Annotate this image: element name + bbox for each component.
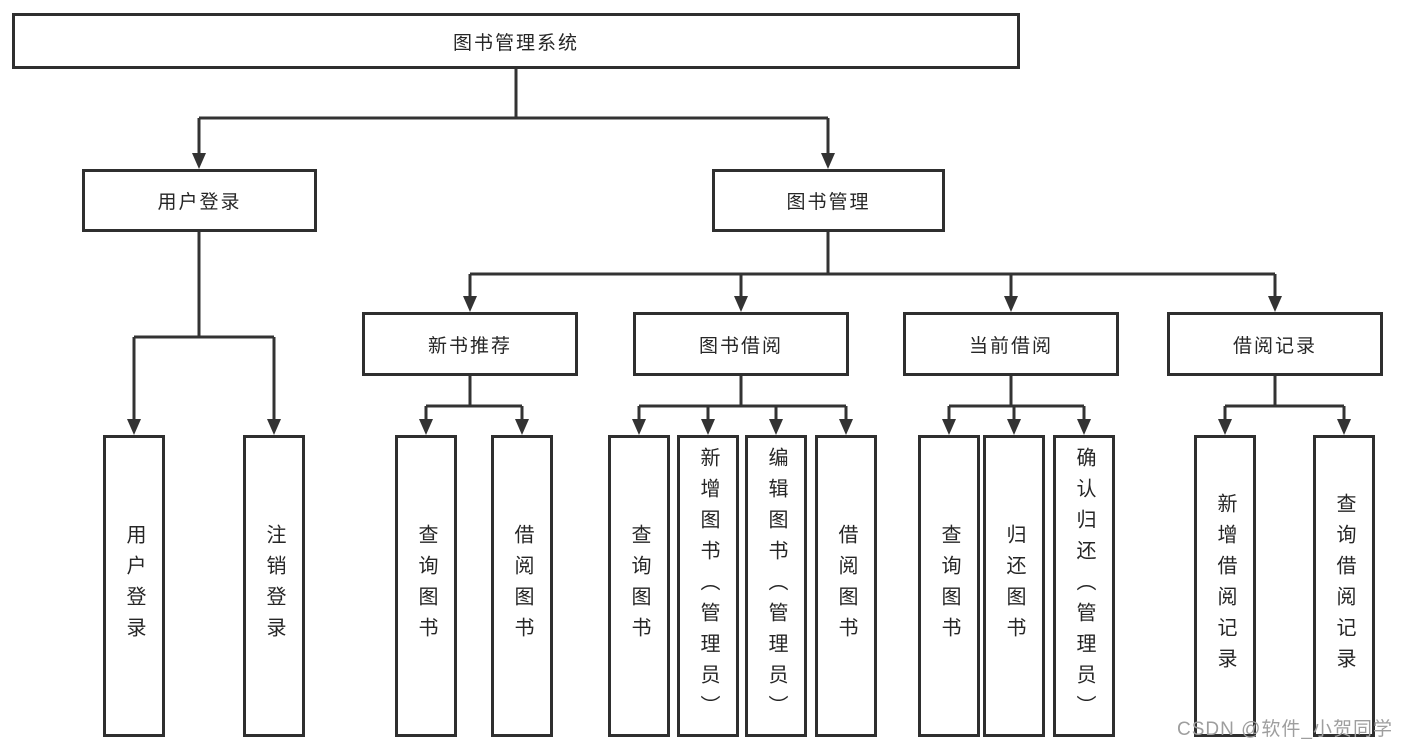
leaf-user-login: 用户登录 <box>103 435 165 737</box>
arrow-down-icon <box>192 153 206 169</box>
arrow-down-icon <box>1268 296 1282 312</box>
connector-book-mgmt <box>468 232 1277 298</box>
node-book-borrow-label: 图书借阅 <box>698 335 783 357</box>
arrow-down-icon <box>1337 419 1351 435</box>
leaf-current-confirm-return-admin-label: 确认归还（管理员） <box>1073 446 1095 726</box>
node-book-management-label: 图书管理 <box>786 192 871 213</box>
arrow-down-icon <box>1007 419 1021 435</box>
arrow-down-icon <box>515 419 529 435</box>
node-borrow-records-label: 借阅记录 <box>1232 335 1317 357</box>
leaf-records-search-record: 查询借阅记录 <box>1313 435 1375 737</box>
leaf-logout-label: 注销登录 <box>263 524 285 648</box>
node-user-login-label: 用户登录 <box>157 192 242 213</box>
connector-book-borrow <box>637 376 848 423</box>
leaf-records-add-record-label: 新增借阅记录 <box>1214 493 1236 679</box>
leaf-logout: 注销登录 <box>243 435 305 737</box>
leaf-newrec-search-book: 查询图书 <box>395 435 457 737</box>
leaf-records-search-record-label: 查询借阅记录 <box>1333 493 1355 679</box>
arrow-down-icon <box>821 153 835 169</box>
csdn-watermark: CSDN @软件_小贺同学 <box>1177 719 1393 740</box>
arrow-down-icon <box>734 296 748 312</box>
leaf-current-confirm-return-admin: 确认归还（管理员） <box>1053 435 1115 737</box>
node-user-login: 用户登录 <box>82 169 317 232</box>
arrow-down-icon <box>463 296 477 312</box>
arrow-down-icon <box>701 419 715 435</box>
node-new-book-recommend: 新书推荐 <box>362 312 578 376</box>
connector-current-borrow <box>947 376 1086 423</box>
leaf-newrec-borrow-book-label: 借阅图书 <box>511 524 533 648</box>
node-borrow-records: 借阅记录 <box>1167 312 1383 376</box>
node-new-book-recommend-label: 新书推荐 <box>427 335 512 357</box>
connector-root <box>197 69 830 156</box>
arrow-down-icon <box>1218 419 1232 435</box>
leaf-borrow-add-book-admin-label: 新增图书（管理员） <box>697 446 719 726</box>
connector-borrow-records <box>1223 376 1346 423</box>
arrow-down-icon <box>839 419 853 435</box>
arrow-down-icon <box>1077 419 1091 435</box>
node-book-management: 图书管理 <box>712 169 945 232</box>
node-current-borrow-label: 当前借阅 <box>968 335 1053 357</box>
connector-user-login <box>132 232 276 423</box>
node-root: 图书管理系统 <box>12 13 1020 69</box>
arrow-down-icon <box>267 419 281 435</box>
leaf-newrec-search-book-label: 查询图书 <box>415 524 437 648</box>
leaf-records-add-record: 新增借阅记录 <box>1194 435 1256 737</box>
leaf-newrec-borrow-book: 借阅图书 <box>491 435 553 737</box>
node-current-borrow: 当前借阅 <box>903 312 1119 376</box>
arrow-down-icon <box>769 419 783 435</box>
node-book-borrow: 图书借阅 <box>633 312 849 376</box>
arrow-down-icon <box>419 419 433 435</box>
node-root-label: 图书管理系统 <box>452 32 579 54</box>
leaf-borrow-search-book-label: 查询图书 <box>628 524 650 648</box>
leaf-borrow-edit-book-admin-label: 编辑图书（管理员） <box>765 446 787 726</box>
arrow-down-icon <box>1004 296 1018 312</box>
arrow-down-icon <box>942 419 956 435</box>
leaf-borrow-add-book-admin: 新增图书（管理员） <box>677 435 739 737</box>
leaf-current-return-book-label: 归还图书 <box>1003 524 1025 648</box>
leaf-current-return-book: 归还图书 <box>983 435 1045 737</box>
leaf-user-login-label: 用户登录 <box>123 524 145 648</box>
arrow-down-icon <box>632 419 646 435</box>
leaf-borrow-edit-book-admin: 编辑图书（管理员） <box>745 435 807 737</box>
leaf-borrow-borrow-book-label: 借阅图书 <box>835 524 857 648</box>
leaf-current-search-book: 查询图书 <box>918 435 980 737</box>
leaf-borrow-borrow-book: 借阅图书 <box>815 435 877 737</box>
arrow-down-icon <box>127 419 141 435</box>
leaf-current-search-book-label: 查询图书 <box>938 524 960 648</box>
connector-new-book <box>424 376 524 423</box>
leaf-borrow-search-book: 查询图书 <box>608 435 670 737</box>
